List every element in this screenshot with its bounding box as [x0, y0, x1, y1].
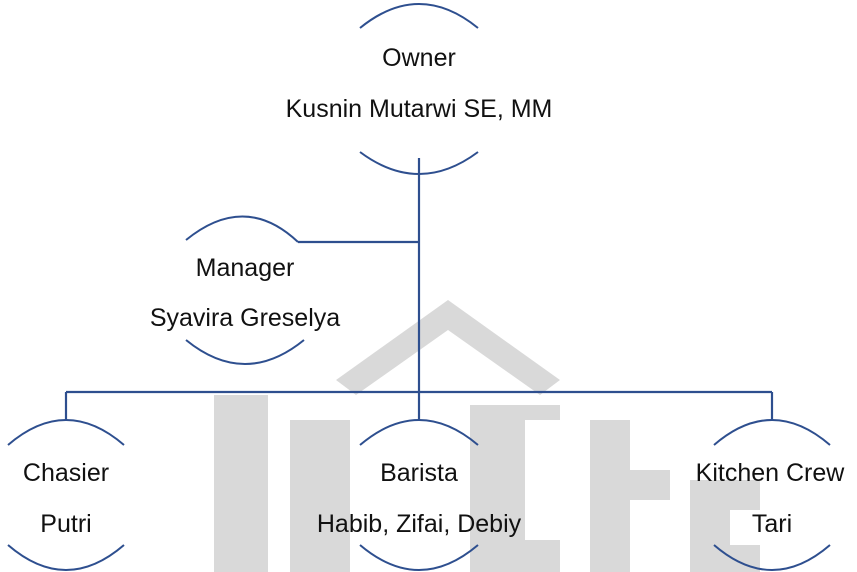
connector-lines — [64, 158, 774, 420]
barista-top-arc — [359, 419, 479, 446]
owner-top-arc — [359, 3, 479, 29]
owner-name: Kusnin Mutarwi SE, MM — [286, 95, 553, 123]
cashier-top-arc — [7, 419, 125, 446]
watermark-logo — [214, 300, 760, 572]
owner-role: Owner — [382, 44, 456, 72]
kitchen-bottom-arc — [713, 544, 831, 571]
kitchen-role: Kitchen Crew — [696, 459, 846, 487]
kitchen-name: Tari — [752, 510, 792, 538]
manager-bottom-arc — [185, 339, 305, 365]
cashier-role: Chasier — [23, 459, 109, 487]
node-kitchen-crew: Kitchen Crew Tari — [696, 419, 846, 571]
node-owner: Owner Kusnin Mutarwi SE, MM — [286, 3, 553, 175]
cashier-name: Putri — [40, 510, 91, 538]
manager-role: Manager — [196, 254, 295, 282]
cashier-bottom-arc — [7, 544, 125, 571]
manager-top-arc — [185, 215, 299, 243]
node-cashier: Chasier Putri — [7, 419, 125, 571]
barista-role: Barista — [380, 459, 458, 487]
barista-name: Habib, Zifai, Debiy — [317, 510, 522, 538]
owner-bottom-arc — [359, 151, 479, 175]
manager-name: Syavira Greselya — [150, 304, 340, 332]
node-barista: Barista Habib, Zifai, Debiy — [317, 419, 522, 571]
barista-bottom-arc — [359, 544, 479, 571]
kitchen-top-arc — [713, 419, 831, 446]
node-manager: Manager Syavira Greselya — [150, 215, 340, 365]
